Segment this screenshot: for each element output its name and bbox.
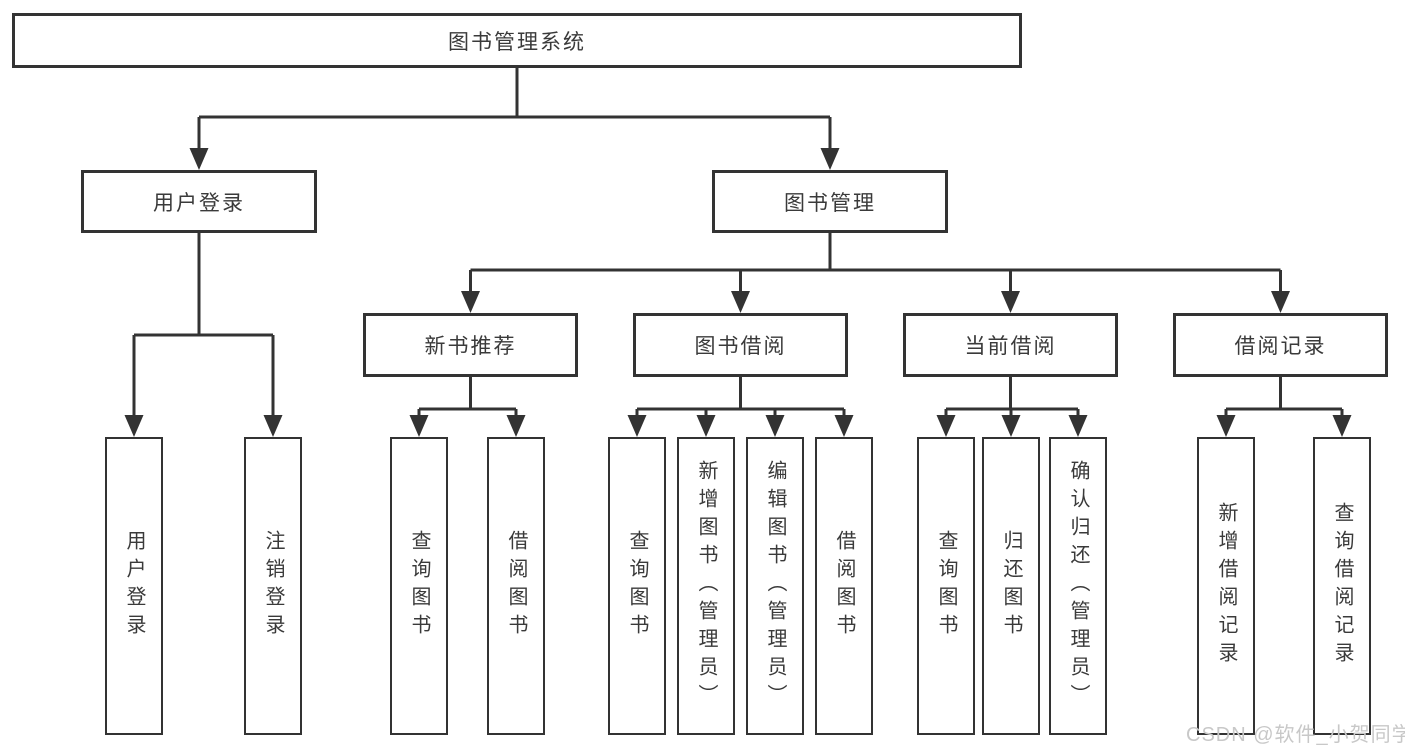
leaf-current-query-books: 查询图书 [917,437,975,735]
leaf-confirm-return-admin: 确认归还（管理员） [1049,437,1107,735]
csdn-watermark: CSDN @软件_小贺同学 [1186,724,1405,746]
node-new-book-recommend: 新书推荐 [363,313,578,377]
node-book-management: 图书管理 [712,170,948,233]
arrowhead-icons [124,148,1352,437]
node-root-system: 图书管理系统 [12,13,1022,68]
node-current-borrowing: 当前借阅 [903,313,1118,377]
leaf-user-login: 用户登录 [105,437,163,735]
leaf-edit-book-admin: 编辑图书（管理员） [746,437,804,735]
node-borrowing-records: 借阅记录 [1173,313,1388,377]
leaf-logout: 注销登录 [244,437,302,735]
leaf-add-book-admin: 新增图书（管理员） [677,437,735,735]
leaf-borrowing-query-books: 查询图书 [608,437,666,735]
node-user-login: 用户登录 [81,170,317,233]
leaf-recommend-borrow-books: 借阅图书 [487,437,545,735]
node-book-borrowing: 图书借阅 [633,313,848,377]
leaf-query-borrow-record: 查询借阅记录 [1313,437,1371,735]
leaf-borrowing-borrow-books: 借阅图书 [815,437,873,735]
leaf-return-books: 归还图书 [982,437,1040,735]
leaf-add-borrow-record: 新增借阅记录 [1197,437,1255,735]
leaf-recommend-query-books: 查询图书 [390,437,448,735]
